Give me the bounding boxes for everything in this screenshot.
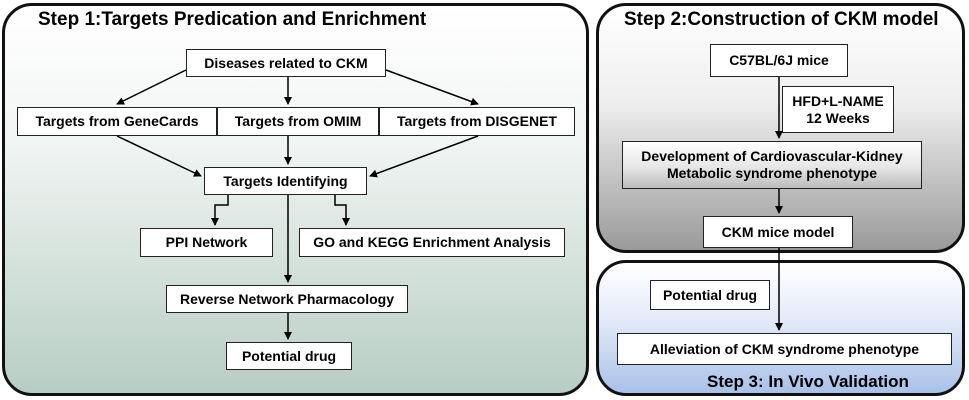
ckm-model-box: CKM mice model (703, 216, 853, 248)
development-line2: Metabolic syndrome phenotype (666, 165, 878, 181)
reverse-network-box: Reverse Network Pharmacology (166, 285, 408, 313)
omim-box: Targets from OMIM (217, 107, 379, 136)
hfd-line1: HFD+L-NAME (792, 92, 884, 109)
ppi-network-box: PPI Network (140, 228, 273, 257)
arrow-diseases-disgenet (385, 69, 479, 106)
step1-title: Step 1:Targets Predication and Enrichmen… (38, 9, 427, 30)
genecards-box: Targets from GeneCards (17, 107, 217, 136)
go-kegg-box: GO and KEGG Enrichment Analysis (299, 228, 565, 257)
mice-box: C57BL/6J mice (710, 44, 848, 77)
disgenet-box: Targets from DISGENET (379, 107, 575, 136)
hfd-line2: 12 Weeks (806, 109, 870, 126)
arrow-identifying-ppi (211, 195, 229, 226)
step3-potential-drug-box: Potential drug (650, 280, 770, 310)
hfd-box: HFD+L-NAME 12 Weeks (782, 86, 894, 133)
development-line1: Development of Cardiovascular-Kidney (641, 148, 903, 164)
targets-identifying-box: Targets Identifying (204, 167, 367, 195)
development-box: Development of Cardiovascular-Kidney Met… (622, 141, 922, 189)
diseases-box: Diseases related to CKM (186, 49, 386, 77)
step3-title: Step 3: In Vivo Validation (707, 372, 909, 391)
arrow-diseases-genecards (116, 69, 187, 105)
alleviation-box: Alleviation of CKM syndrome phenotype (617, 333, 952, 365)
arrow-genecards-identifying (116, 135, 202, 177)
step2-title: Step 2:Construction of CKM model (624, 9, 939, 30)
potential-drug-box: Potential drug (226, 342, 352, 370)
arrow-disgenet-identifying (369, 135, 479, 178)
arrow-identifying-go (334, 195, 350, 226)
